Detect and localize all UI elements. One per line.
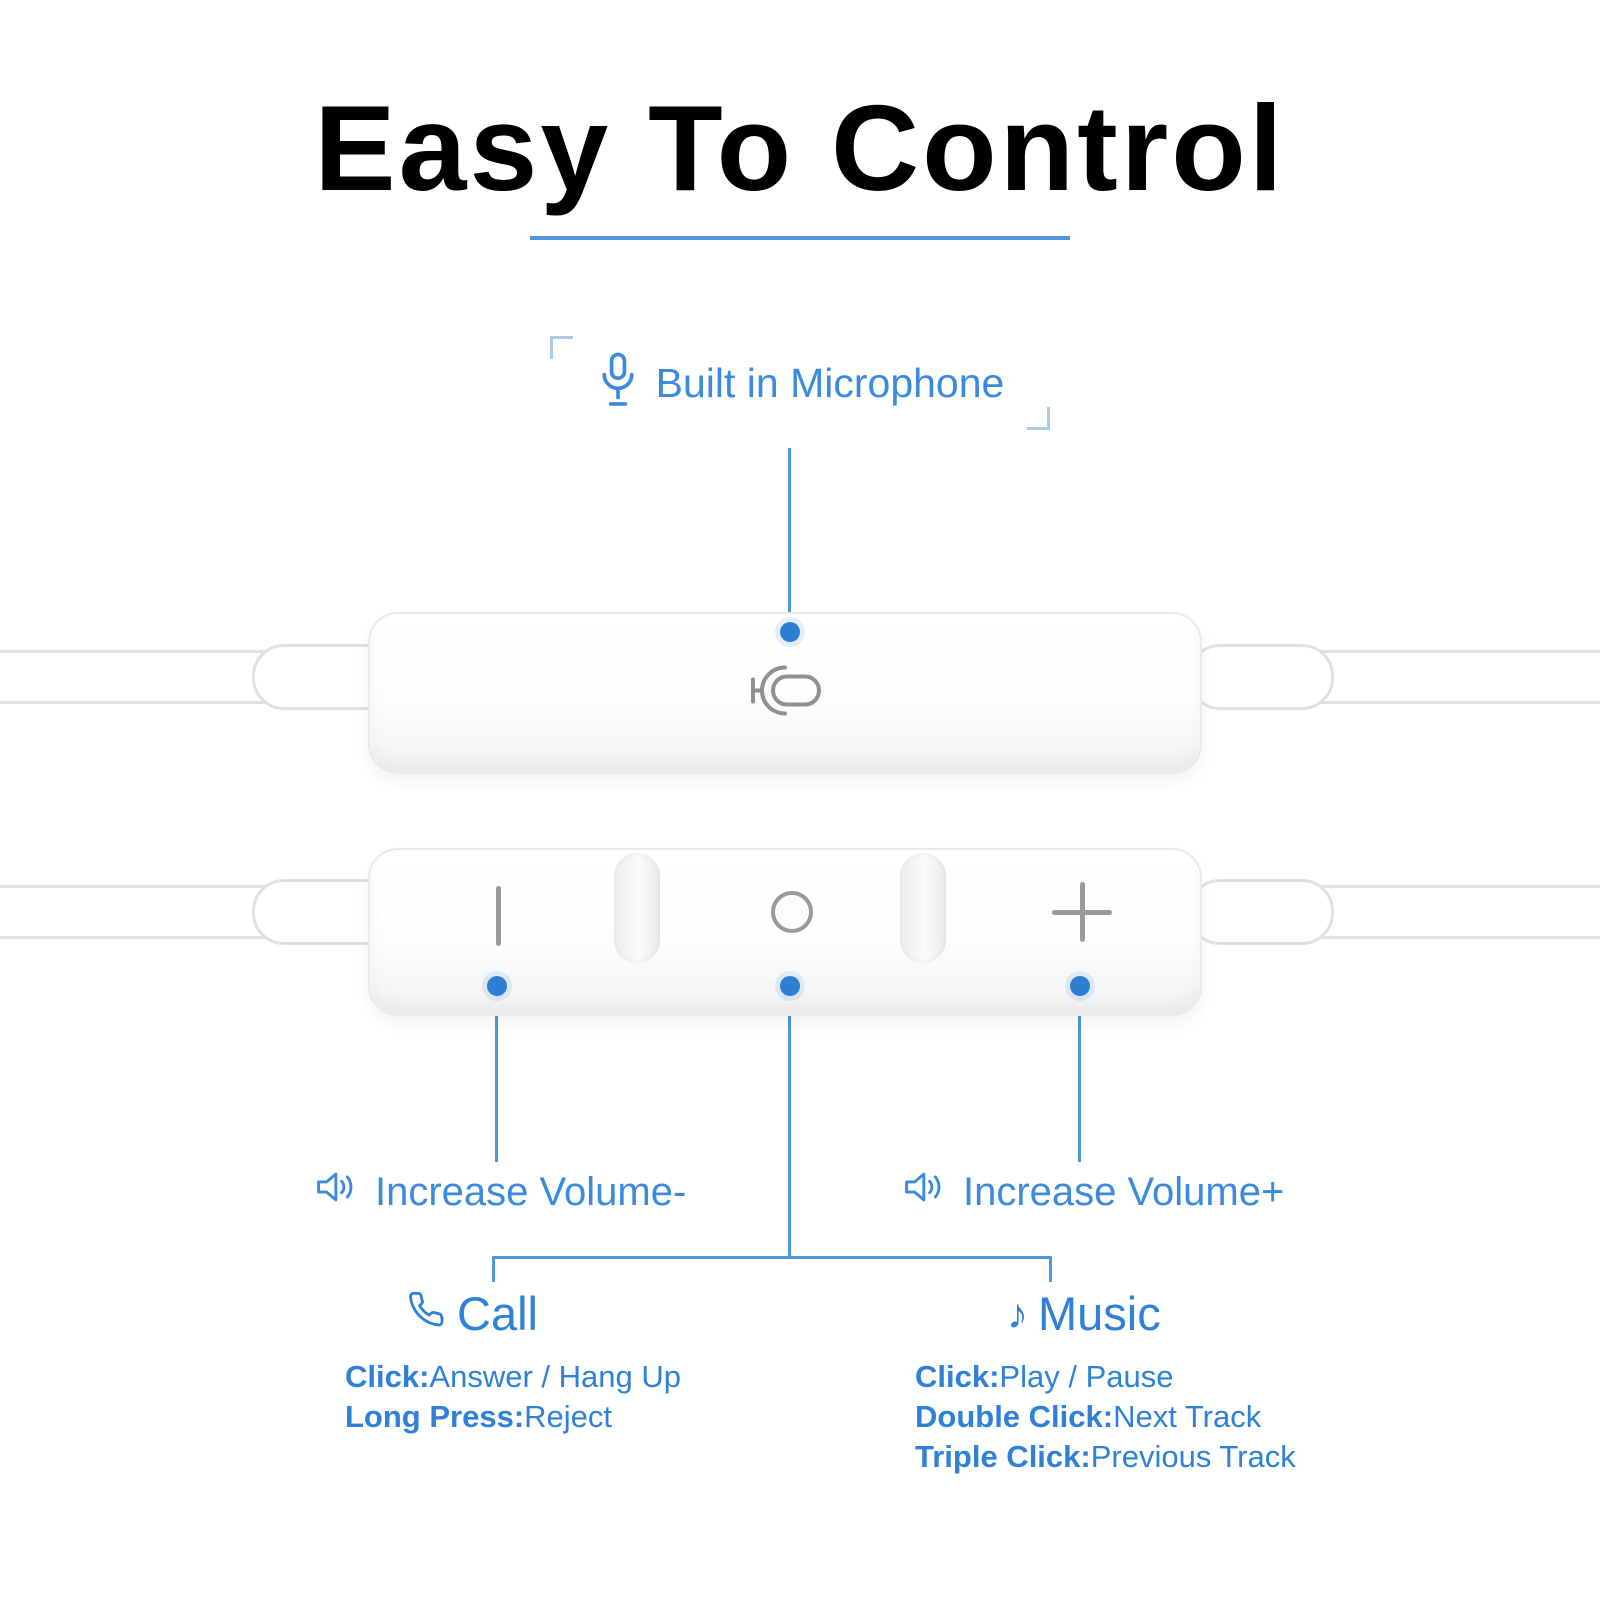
volume-down-line (495, 996, 498, 1162)
button-groove-left (614, 853, 660, 963)
volume-minus-row: Increase Volume- (315, 1168, 686, 1216)
music-instruction-row: Click:Play / Pause (915, 1357, 1296, 1397)
call-heading-row: Call (407, 1286, 681, 1341)
mic-point-dot (780, 622, 800, 642)
volume-up-mark (1052, 882, 1112, 942)
button-groove-right (900, 853, 946, 963)
center-button-dot (780, 976, 800, 996)
speaker-icon (903, 1168, 949, 1216)
music-action-result: Next Track (1113, 1399, 1262, 1434)
music-section: ♪ Music Click:Play / Pause Double Click:… (915, 1286, 1296, 1477)
call-section: Call Click:Answer / Hang Up Long Press:R… (345, 1286, 681, 1437)
phone-icon (407, 1286, 447, 1341)
call-heading: Call (457, 1287, 538, 1340)
speaker-icon (315, 1168, 361, 1216)
call-action-result: Answer / Hang Up (429, 1359, 681, 1394)
volume-up-line (1078, 996, 1081, 1162)
music-heading: Music (1038, 1287, 1161, 1340)
mic-callout-label: Built in Microphone (655, 359, 1005, 406)
bracket-top-left-icon (550, 336, 573, 359)
music-instructions: Click:Play / Pause Double Click:Next Tra… (915, 1357, 1296, 1477)
page-title: Easy To Control (314, 80, 1286, 216)
center-button-mark (771, 891, 813, 933)
mic-callout: Built in Microphone (550, 336, 1050, 430)
music-action-label: Double Click: (915, 1399, 1114, 1434)
cable-neck-right-bottom (1188, 879, 1334, 945)
music-action-label: Triple Click: (915, 1439, 1091, 1474)
call-instruction-row: Long Press:Reject (345, 1397, 681, 1437)
microphone-icon (596, 351, 640, 416)
volume-down-mark (496, 886, 501, 946)
mic-callout-line (788, 448, 791, 626)
music-action-label: Click: (915, 1359, 1000, 1394)
volume-down-dot (487, 976, 507, 996)
music-note-icon: ♪ (1007, 1289, 1028, 1337)
volume-plus-label: Increase Volume+ (963, 1169, 1285, 1214)
music-action-result: Previous Track (1090, 1439, 1296, 1474)
volume-minus-label: Increase Volume- (375, 1169, 687, 1214)
volume-plus-row: Increase Volume+ (903, 1168, 1284, 1216)
call-instruction-row: Click:Answer / Hang Up (345, 1357, 681, 1397)
music-instruction-row: Double Click:Next Track (915, 1397, 1296, 1437)
call-instructions: Click:Answer / Hang Up Long Press:Reject (345, 1357, 681, 1437)
bracket-bottom-right-icon (1027, 407, 1050, 430)
microphone-outline-icon (735, 663, 835, 724)
center-button-line (788, 996, 791, 1258)
music-action-result: Play / Pause (999, 1359, 1174, 1394)
volume-up-dot (1070, 976, 1090, 996)
music-instruction-row: Triple Click:Previous Track (915, 1437, 1296, 1477)
connector-drop-left (492, 1256, 495, 1282)
music-heading-row: ♪ Music (1007, 1286, 1296, 1341)
call-action-label: Click: (345, 1359, 430, 1394)
connector-line (492, 1256, 1052, 1259)
title-underline (530, 236, 1070, 240)
connector-drop-right (1049, 1256, 1052, 1282)
cable-neck-right-top (1188, 644, 1334, 710)
call-action-label: Long Press: (345, 1399, 525, 1434)
call-action-result: Reject (524, 1399, 613, 1434)
